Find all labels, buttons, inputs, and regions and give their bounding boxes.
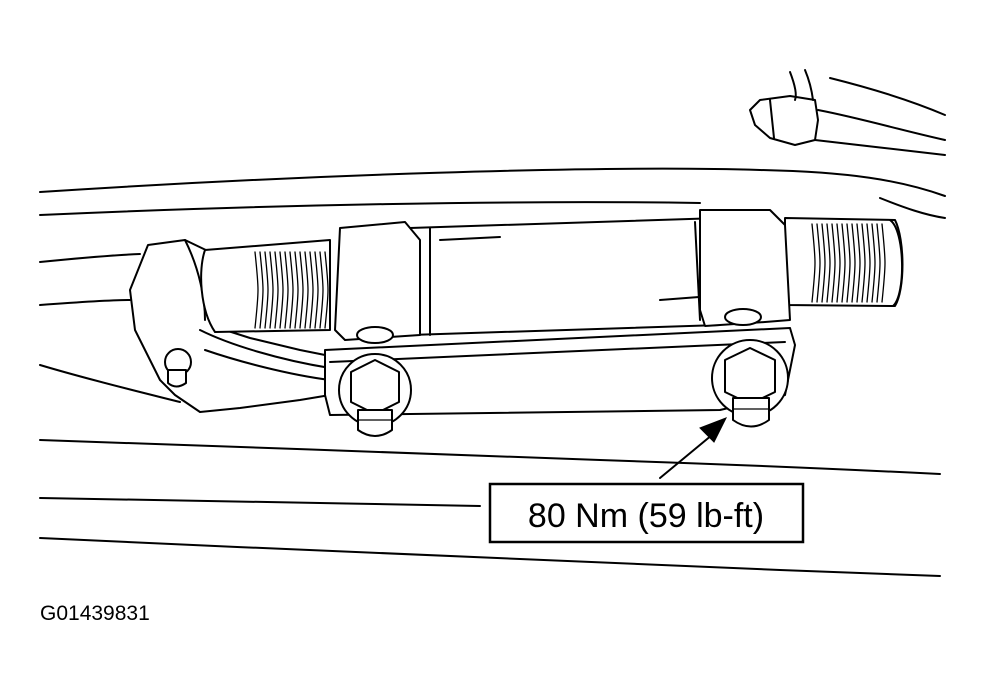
torque-callout: 80 Nm (59 lb-ft): [488, 482, 805, 544]
sleeve-clamps: [334, 209, 791, 344]
thread-line: [846, 223, 851, 303]
thread-line: [836, 223, 841, 303]
thread-line: [254, 251, 259, 329]
clamp-nut-right: [711, 339, 789, 428]
thread-line: [294, 251, 299, 329]
thread-line: [831, 223, 836, 303]
thread-line: [816, 223, 821, 303]
thread-line: [279, 251, 284, 329]
thread-line: [274, 251, 279, 329]
thread-line: [324, 251, 329, 329]
clamp-nut-left: [338, 353, 412, 437]
thread-line: [811, 223, 816, 303]
thread-line: [299, 251, 304, 329]
torque-callout-text: 80 Nm (59 lb-ft): [528, 497, 764, 535]
thread-line: [319, 251, 324, 329]
upper-linkage: [749, 69, 946, 156]
adjusting-sleeve: [409, 217, 721, 336]
thread-line: [304, 251, 309, 329]
thread-line: [866, 223, 871, 303]
thread-line: [881, 223, 886, 303]
right-threaded-sleeve: [784, 217, 904, 307]
thread-line: [826, 223, 831, 303]
thread-line: [821, 223, 826, 303]
thread-line: [259, 251, 264, 329]
thread-line: [314, 251, 319, 329]
thread-line: [269, 251, 274, 329]
thread-line: [851, 223, 856, 303]
frame-lines: [39, 167, 946, 577]
callout-arrow: [659, 417, 728, 479]
left-threaded-sleeve: [200, 239, 331, 333]
thread-line: [871, 223, 876, 303]
figure-id: G01439831: [40, 602, 150, 625]
thread-line: [861, 223, 866, 303]
thread-line: [289, 251, 294, 329]
thread-line: [309, 251, 314, 329]
thread-line: [856, 223, 861, 303]
thread-line: [264, 251, 269, 329]
thread-line: [876, 223, 881, 303]
thread-line: [284, 251, 289, 329]
thread-line: [841, 223, 846, 303]
